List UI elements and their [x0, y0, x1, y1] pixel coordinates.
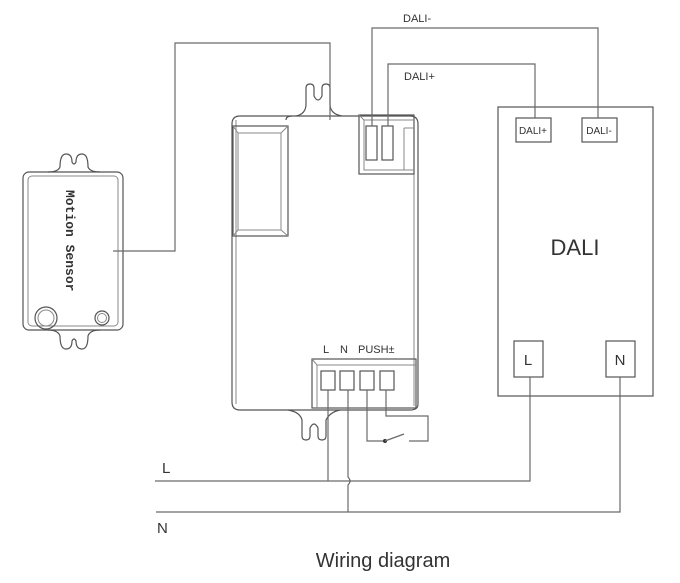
sensor-indicator-icon: [94, 310, 110, 326]
terminal-l: [320, 370, 336, 391]
sensor-wire: [113, 42, 331, 252]
dali-driver-terminal-l: [513, 340, 544, 378]
mains-l-label: L: [162, 460, 170, 477]
mains-l-line: [155, 377, 531, 482]
terminal-label-n: N: [340, 344, 348, 356]
dali-driver-terminal-plus: [515, 117, 552, 143]
motion-sensor-label: Motion Sensor: [62, 190, 77, 291]
dali-driver-terminal-plus-label: DALI+: [519, 126, 547, 137]
terminal-dali-minus-controller: [381, 125, 394, 161]
sensor-lens-icon: [34, 306, 58, 330]
dali-minus-wire: [371, 27, 599, 126]
dali-driver-terminal-l-label: L: [524, 352, 532, 369]
dali-plus-wire-label: DALI+: [404, 71, 435, 83]
terminal-n: [339, 370, 355, 391]
mains-n-label: N: [157, 520, 168, 537]
mains-n-line: [156, 377, 621, 513]
terminal-push-1: [359, 370, 375, 391]
terminal-push-2: [379, 370, 395, 391]
dali-driver-terminal-minus: [581, 117, 618, 143]
dali-plus-wire: [387, 63, 536, 126]
diagram-caption: Wiring diagram: [316, 550, 450, 572]
dali-minus-wire-label: DALI-: [403, 13, 431, 25]
dali-driver: DALI DALI+ DALI- L N: [497, 106, 654, 397]
dali-driver-terminal-minus-label: DALI-: [586, 126, 612, 137]
controller-module: L N PUSH±: [231, 83, 419, 441]
push-button-switch: [366, 390, 429, 443]
terminal-label-push: PUSH±: [358, 344, 395, 356]
dali-driver-title: DALI: [551, 235, 600, 260]
terminal-dali-plus-controller: [365, 125, 378, 161]
dali-driver-terminal-n-label: N: [615, 352, 626, 369]
terminal-label-l: L: [323, 344, 329, 356]
motion-sensor: Motion Sensor: [22, 153, 124, 350]
